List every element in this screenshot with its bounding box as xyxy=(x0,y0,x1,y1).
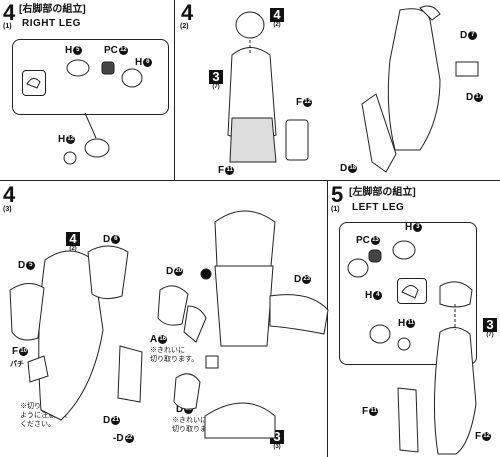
p3-base xyxy=(204,402,276,439)
part-h12-a xyxy=(63,151,77,165)
p3-d15-part xyxy=(173,373,201,410)
p3-center-leg xyxy=(214,265,274,347)
ref-3-7-p2: 3(7) xyxy=(207,70,225,91)
p4-inset-detail xyxy=(401,285,419,299)
panel-divider-v2 xyxy=(327,180,328,457)
panel-divider-v1 xyxy=(174,0,175,181)
p1-step-sub: (1) xyxy=(3,23,12,30)
p3-step-sub: (3) xyxy=(3,206,12,213)
p2-step-number: 4 xyxy=(181,0,194,25)
ref-4-2-top: 4(2) xyxy=(268,8,286,29)
p3-step-number: 4 xyxy=(3,182,16,207)
p2-top-part xyxy=(235,11,265,39)
p2-step-sub: (2) xyxy=(180,23,189,30)
part-h4 xyxy=(347,258,369,278)
p1-inset-box xyxy=(22,70,46,96)
p4-leg-top xyxy=(439,281,473,308)
p1-step-number: 4 xyxy=(3,0,16,25)
p4-title-jp: [左脚部の組立] xyxy=(349,187,416,198)
panel-divider-h1 xyxy=(0,180,500,181)
p2-f12-part xyxy=(285,119,309,161)
note-pachi: パチ xyxy=(10,361,24,368)
p1-title-en: RIGHT LEG xyxy=(22,18,81,29)
p2-right-leg xyxy=(387,8,441,151)
part-h12-b xyxy=(84,138,110,158)
p3-d21-part xyxy=(117,345,143,403)
p1-callout-box xyxy=(12,39,169,115)
p4-step-number: 5 xyxy=(331,182,344,207)
p2-d18-part xyxy=(361,93,397,173)
p4-step-sub: (1) xyxy=(331,206,340,213)
part-pc13 xyxy=(368,249,382,263)
ref-3-7-p4: 3(7) xyxy=(481,318,499,339)
p4-inset-box xyxy=(397,278,427,304)
p4-title-en: LEFT LEG xyxy=(352,202,405,213)
part-h6 xyxy=(121,68,143,88)
p3-f10-part xyxy=(27,355,49,383)
p4-leg xyxy=(433,327,477,455)
p2-leg-lower xyxy=(229,117,277,163)
part-h5 xyxy=(66,59,90,77)
p2-d7-part xyxy=(419,5,441,21)
p3-d23-part xyxy=(269,294,329,335)
p1-title-jp: [右脚部の組立] xyxy=(19,4,86,15)
p3-d20-part xyxy=(157,285,189,326)
note-cut-clean-b: ※きれいに 切り取ります。 xyxy=(172,417,221,433)
note-cut-clean-a: ※きれいに 切り取ります。 xyxy=(150,347,199,363)
part-h11-a xyxy=(369,324,391,344)
ref-4-2-p3: 4(2) xyxy=(64,232,82,253)
part-pc12 xyxy=(101,61,115,75)
p3-d20-dot xyxy=(200,268,212,280)
p4-callout-box xyxy=(339,222,477,365)
part-inset-detail xyxy=(26,78,41,89)
p3-center-head xyxy=(214,210,276,271)
p3-a16-part xyxy=(183,305,207,343)
part-h11-b xyxy=(397,337,411,351)
p2-d17-part xyxy=(455,61,479,77)
p3-d5-part xyxy=(9,283,45,341)
callout-pointer xyxy=(84,112,97,139)
p4-f11-part xyxy=(397,387,419,453)
p3-d6-part xyxy=(87,245,129,300)
p3-small-icon-box xyxy=(205,355,219,369)
part-h3 xyxy=(392,240,416,260)
